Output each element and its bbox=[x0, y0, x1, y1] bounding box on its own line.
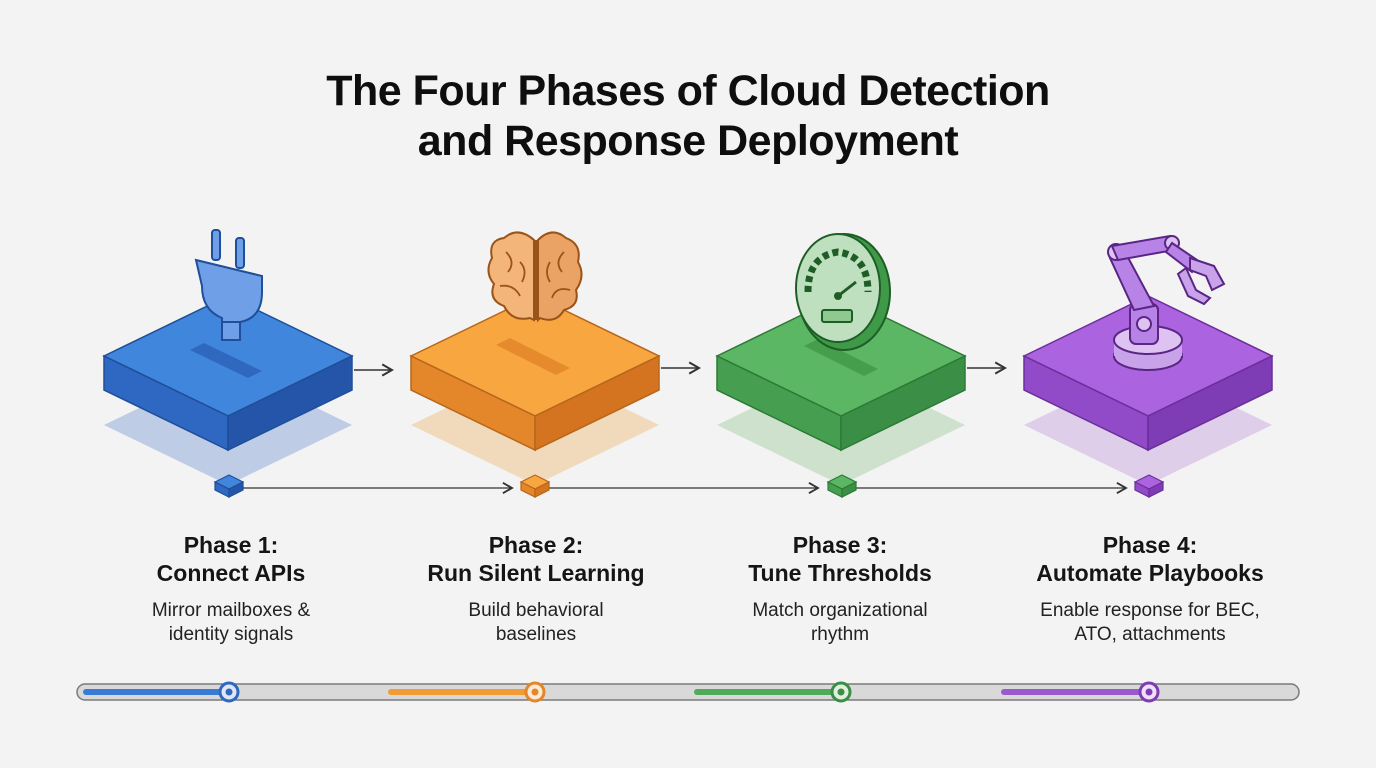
phase-4-name: Automate Playbooks bbox=[1036, 560, 1264, 586]
marker-cube-3 bbox=[826, 474, 858, 498]
progress-knob-3[interactable] bbox=[830, 681, 852, 703]
phase-3-label: Phase 3: bbox=[792, 532, 888, 558]
page-title: The Four Phases of Cloud Detection and R… bbox=[0, 66, 1376, 166]
title-line-2: and Response Deployment bbox=[417, 117, 959, 165]
phase-1-desc-line-2: identity signals bbox=[168, 624, 294, 645]
marker-cube-1 bbox=[213, 474, 245, 498]
phase-3-text: Phase 3: Tune Thresholds Match organizat… bbox=[690, 531, 990, 647]
brain-icon bbox=[487, 231, 583, 323]
phase-2-label: Phase 2: bbox=[488, 532, 584, 558]
progress-knob-2[interactable] bbox=[524, 681, 546, 703]
plug-icon bbox=[194, 229, 263, 341]
platform-arrows bbox=[354, 361, 1007, 377]
phase-4-desc-line-2: ATO, attachments bbox=[1074, 624, 1226, 645]
phase-4-label: Phase 4: bbox=[1102, 532, 1198, 558]
phase-1-name: Connect APIs bbox=[156, 560, 306, 586]
phase-3-desc-line-1: Match organizational bbox=[752, 600, 928, 621]
progress-knob-4[interactable] bbox=[1138, 681, 1160, 703]
gauge-icon bbox=[795, 233, 891, 351]
marker-cube-2 bbox=[519, 474, 551, 498]
phase-4-text: Phase 4: Automate Playbooks Enable respo… bbox=[1000, 531, 1300, 647]
title-line-1: The Four Phases of Cloud Detection bbox=[326, 67, 1050, 115]
phase-1-text: Phase 1: Connect APIs Mirror mailboxes &… bbox=[81, 531, 381, 647]
phase-1-description: Mirror mailboxes & identity signals bbox=[81, 599, 381, 647]
phase-2-desc-line-2: baselines bbox=[495, 624, 577, 645]
phase-2-description: Build behavioral baselines bbox=[386, 599, 686, 647]
phase-1-platform bbox=[102, 295, 354, 485]
phase-4-desc-line-1: Enable response for BEC, bbox=[1040, 600, 1260, 621]
phase-2-text: Phase 2: Run Silent Learning Build behav… bbox=[386, 531, 686, 647]
phase-4-description: Enable response for BEC, ATO, attachment… bbox=[1000, 599, 1300, 647]
phase-3-name: Tune Thresholds bbox=[748, 560, 932, 586]
progress-knob-1[interactable] bbox=[218, 681, 240, 703]
phase-4-platform bbox=[1022, 295, 1274, 485]
phase-1-desc-line-1: Mirror mailboxes & bbox=[151, 600, 311, 621]
phase-1-label: Phase 1: bbox=[183, 532, 279, 558]
phase-2-name: Run Silent Learning bbox=[427, 560, 645, 586]
phase-3-platform bbox=[715, 295, 967, 485]
progress-track bbox=[76, 683, 1300, 701]
phase-3-description: Match organizational rhythm bbox=[690, 599, 990, 647]
robot-arm-icon bbox=[1107, 234, 1226, 371]
phase-2-desc-line-1: Build behavioral bbox=[468, 600, 604, 621]
phase-3-desc-line-2: rhythm bbox=[810, 624, 870, 645]
marker-cube-4 bbox=[1133, 474, 1165, 498]
phase-2-platform bbox=[409, 295, 661, 485]
